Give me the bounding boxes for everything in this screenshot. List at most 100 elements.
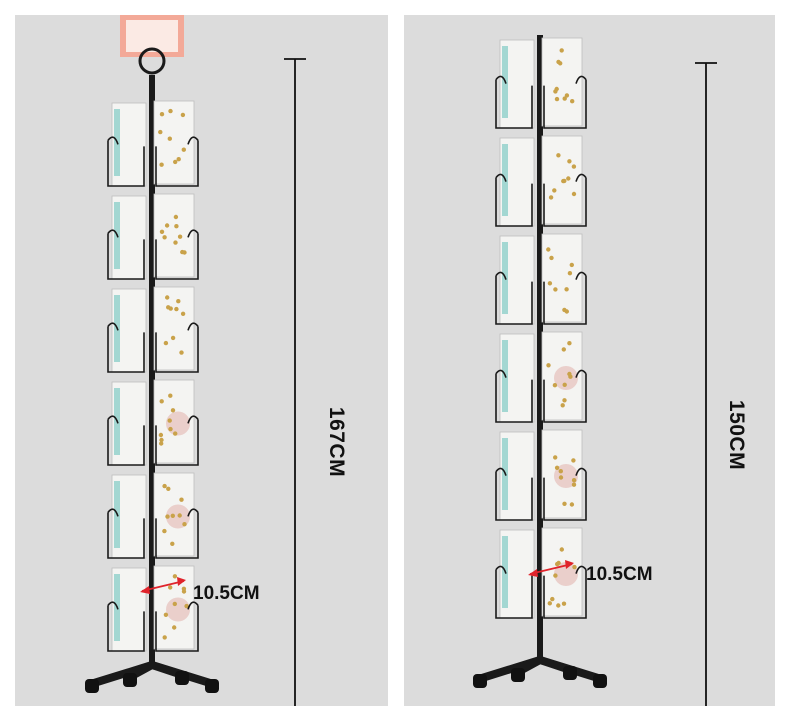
gold-dot (564, 93, 570, 98)
gold-dot (547, 601, 552, 606)
product-photo-left: 167CM 10.5CM (15, 15, 388, 706)
gold-dot (569, 502, 575, 507)
gold-dot (553, 287, 558, 292)
gold-dot (561, 347, 566, 352)
gold-dot (180, 311, 186, 316)
gold-dot (562, 178, 567, 184)
caster-wheel-icon (123, 673, 137, 687)
gold-dot (562, 398, 567, 403)
gold-dot (159, 162, 164, 167)
gold-dot (179, 497, 184, 502)
gold-dot (162, 235, 167, 240)
gold-dot (568, 374, 573, 379)
gold-dot (168, 108, 173, 114)
gold-dot (571, 478, 577, 483)
gold-dot (562, 96, 567, 101)
wire-pocket-left (495, 75, 533, 129)
gold-dot (571, 191, 577, 197)
card-pink-dot (554, 562, 578, 586)
gold-dot (162, 528, 167, 534)
width-label-left: 10.5CM (193, 583, 260, 604)
top-sign-card (126, 20, 178, 52)
gold-dot (570, 99, 575, 104)
gold-dot (552, 188, 557, 193)
arrow-head-right (177, 577, 186, 586)
gold-dot (179, 350, 184, 355)
wire-pocket-left (495, 565, 533, 619)
arrow-head-left (140, 586, 150, 594)
gold-dot (165, 295, 170, 300)
gold-dot (180, 249, 185, 255)
gold-dot (163, 612, 169, 617)
gold-dot (173, 214, 179, 220)
card-rack-167cm-illustration (85, 15, 306, 706)
gold-dot (176, 299, 181, 304)
gold-dot (562, 382, 567, 387)
gold-dot (168, 426, 173, 432)
gold-dot (559, 48, 564, 53)
wire-pocket-right (155, 136, 199, 187)
wire-pocket-left (107, 229, 145, 280)
gold-dot (162, 635, 167, 640)
gold-dot (170, 513, 175, 518)
card-right (153, 286, 195, 371)
rack-base (478, 656, 602, 682)
gold-dot (172, 574, 178, 579)
gold-dot (558, 475, 564, 480)
wire-pocket-right (543, 75, 587, 129)
card-right (541, 37, 583, 127)
wire-pocket-left (107, 601, 145, 652)
wire-pocket-right (543, 565, 587, 619)
gold-dot (550, 596, 555, 602)
gold-dot (548, 195, 554, 200)
caster-wheel-icon (205, 679, 219, 693)
gold-dot (562, 501, 567, 506)
product-photo-right: 150CM 10.5CM (404, 15, 775, 706)
gold-dot (556, 59, 561, 65)
gold-dot (546, 363, 551, 368)
card-right (153, 193, 195, 278)
wire-pocket-right (543, 467, 587, 521)
wire-pocket-left (107, 322, 145, 373)
gold-dot (569, 262, 574, 268)
wire-pocket-right (155, 322, 199, 373)
rack-base (90, 661, 214, 687)
gold-dot (163, 340, 169, 346)
gold-dot (181, 147, 186, 152)
gold-dot (564, 309, 569, 314)
wire-pocket-right (543, 173, 587, 227)
gold-dot (567, 341, 572, 346)
wire-pocket-left (107, 415, 145, 466)
caster-wheel-icon (511, 668, 525, 682)
gold-dot (172, 625, 177, 630)
caster-wheel-icon (473, 674, 487, 688)
gold-dot (170, 408, 176, 413)
height-label-167cm: 167CM (325, 406, 349, 478)
gold-dot (159, 441, 164, 446)
gold-dot (167, 418, 172, 423)
wire-pocket-left (495, 271, 533, 325)
gold-dot (553, 573, 558, 578)
gold-dot (549, 255, 554, 261)
gold-dot (561, 601, 567, 606)
gold-dot (559, 547, 564, 552)
gold-dot (159, 399, 164, 404)
gold-dot (166, 305, 171, 310)
gold-dot (572, 564, 577, 570)
gold-dot (553, 89, 558, 94)
height-label-150cm: 150CM (725, 399, 749, 471)
width-label-right: 10.5CM (586, 564, 653, 585)
gold-dot (554, 96, 560, 102)
gold-dot (180, 112, 186, 118)
gold-dot (164, 223, 170, 228)
wire-pocket-right (155, 415, 199, 466)
gold-dot (165, 514, 170, 519)
gold-dot (566, 176, 571, 181)
card-rack-150cm-illustration (473, 35, 717, 706)
gold-dot (181, 586, 187, 591)
gold-dot (173, 240, 178, 245)
gold-dot (177, 234, 183, 239)
wire-pocket-left (495, 173, 533, 227)
wire-pocket-left (495, 369, 533, 423)
gold-dot (159, 112, 165, 117)
